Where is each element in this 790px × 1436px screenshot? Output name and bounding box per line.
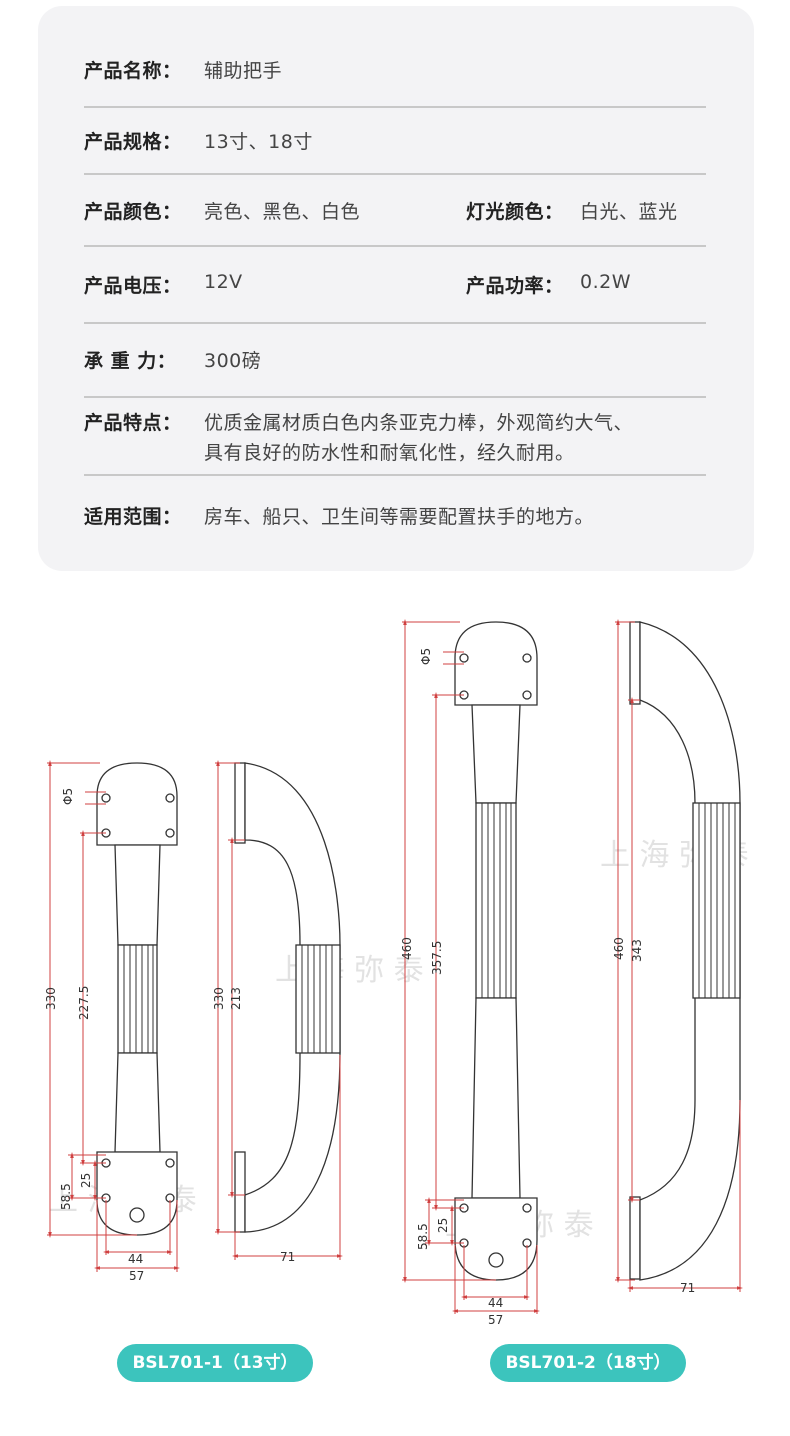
dim-label: 44 bbox=[128, 1252, 143, 1266]
technical-drawing: 上 海 弥 泰 上 海 弥 泰 上 海 弥 泰 上 海 弥 泰 bbox=[44, 619, 749, 1327]
dim-label: Φ5 bbox=[419, 648, 433, 665]
divider bbox=[84, 396, 706, 398]
dim-label: 58.5 bbox=[416, 1223, 430, 1250]
spec-value: 白光、蓝光 bbox=[580, 201, 678, 223]
dim-labels-side-13: 330 213 71 bbox=[212, 987, 295, 1264]
dim-labels-side-18: 460 343 71 bbox=[612, 937, 695, 1295]
dim-label: 44 bbox=[488, 1296, 503, 1310]
spec-label: 产品名称： bbox=[84, 60, 182, 82]
dim-label: 227.5 bbox=[77, 986, 91, 1020]
dim-label: 357.5 bbox=[430, 941, 444, 975]
spec-row-size: 产品规格： 13寸、18寸 bbox=[84, 127, 706, 157]
dims-side-13 bbox=[215, 760, 343, 1260]
spec-label: 产品电压： bbox=[84, 275, 182, 297]
divider bbox=[84, 322, 706, 324]
dim-label: 330 bbox=[212, 987, 226, 1010]
dims-front-18 bbox=[402, 619, 540, 1314]
spec-label: 灯光颜色： bbox=[466, 201, 564, 223]
spec-row-feature: 产品特点： 优质金属材质白色内条亚克力棒，外观简约大气、 具有良好的防水性和耐氧… bbox=[84, 408, 706, 470]
feature-line-1: 优质金属材质白色内条亚克力棒，外观简约大气、 bbox=[204, 412, 634, 434]
model-badge-18: BSL701-2（18寸） bbox=[490, 1344, 686, 1382]
spec-row-voltage: 产品电压： 12V 产品功率： 0.2W bbox=[84, 271, 706, 301]
dim-label: 213 bbox=[229, 987, 243, 1010]
dim-label: 460 bbox=[400, 937, 414, 960]
divider bbox=[84, 245, 706, 247]
dim-label: 71 bbox=[680, 1281, 695, 1295]
dim-label: 71 bbox=[280, 1250, 295, 1264]
dim-label: 57 bbox=[129, 1269, 144, 1283]
spec-label: 承 重 力： bbox=[84, 350, 177, 372]
spec-label: 产品功率： bbox=[466, 275, 564, 297]
dims-front-13 bbox=[47, 760, 180, 1272]
dim-label: 343 bbox=[630, 939, 644, 962]
spec-label: 产品规格： bbox=[84, 131, 182, 153]
spec-row-scope: 适用范围： 房车、船只、卫生间等需要配置扶手的地方。 bbox=[84, 502, 706, 532]
dim-labels-front-13: Φ5 330 227.5 58.5 25 44 57 bbox=[44, 788, 144, 1283]
feature-line-2: 具有良好的防水性和耐氧化性，经久耐用。 bbox=[204, 442, 575, 464]
spec-value: 亮色、黑色、白色 bbox=[204, 201, 361, 223]
spec-label: 产品颜色： bbox=[84, 201, 182, 223]
spec-value: 0.2W bbox=[580, 271, 632, 293]
divider bbox=[84, 106, 706, 108]
divider bbox=[84, 474, 706, 476]
dim-label: 25 bbox=[436, 1218, 450, 1233]
spec-card: 产品名称： 辅助把手 产品规格： 13寸、18寸 产品颜色： 亮色、黑色、白色 … bbox=[38, 6, 754, 571]
dims-side-18 bbox=[615, 619, 743, 1292]
dim-label: Φ5 bbox=[61, 788, 75, 805]
spec-label: 适用范围： bbox=[84, 506, 182, 528]
dim-label: 330 bbox=[44, 987, 58, 1010]
front-view-13 bbox=[96, 762, 178, 1236]
divider bbox=[84, 173, 706, 175]
spec-row-name: 产品名称： 辅助把手 bbox=[84, 56, 706, 86]
model-badge-13: BSL701-1（13寸） bbox=[117, 1344, 313, 1382]
dim-labels-front-18: Φ5 460 357.5 58.5 25 44 57 bbox=[400, 648, 503, 1327]
side-view-13 bbox=[234, 762, 341, 1233]
spec-value: 房车、船只、卫生间等需要配置扶手的地方。 bbox=[204, 506, 595, 528]
dim-label: 58.5 bbox=[59, 1183, 73, 1210]
dim-label: 25 bbox=[79, 1173, 93, 1188]
spec-row-load: 承 重 力： 300磅 bbox=[84, 346, 706, 376]
spec-value: 优质金属材质白色内条亚克力棒，外观简约大气、 具有良好的防水性和耐氧化性，经久耐… bbox=[204, 408, 633, 468]
side-view-18 bbox=[629, 621, 741, 1281]
dim-label: 460 bbox=[612, 937, 626, 960]
spec-value: 300磅 bbox=[204, 350, 262, 372]
spec-value: 辅助把手 bbox=[204, 60, 283, 82]
front-view-18 bbox=[454, 621, 538, 1281]
spec-value: 12V bbox=[204, 271, 243, 293]
spec-row-color: 产品颜色： 亮色、黑色、白色 灯光颜色： 白光、蓝光 bbox=[84, 197, 706, 227]
spec-label: 产品特点： bbox=[84, 412, 182, 434]
dim-label: 57 bbox=[488, 1313, 503, 1327]
spec-value: 13寸、18寸 bbox=[204, 131, 313, 153]
